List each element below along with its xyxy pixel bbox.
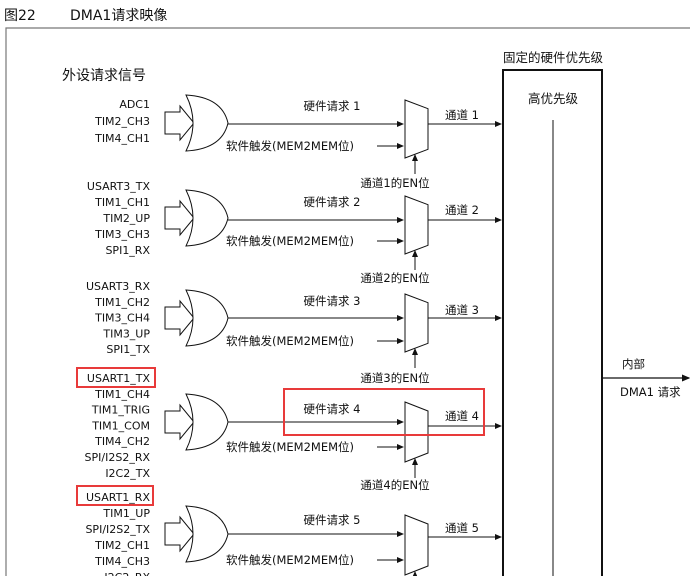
peripheral-signal: TIM3_UP	[102, 327, 150, 340]
hw-request-label: 硬件请求 3	[304, 294, 361, 308]
peripheral-signal: TIM2_CH3	[94, 115, 150, 128]
high-priority-label: 高优先级	[528, 91, 579, 106]
peripheral-signal: TIM2_CH1	[94, 539, 150, 552]
sw-trigger-label: 软件触发(MEM2MEM位)	[226, 440, 354, 454]
sw-trigger-label: 软件触发(MEM2MEM位)	[226, 553, 354, 567]
input-arrow-icon	[164, 403, 195, 441]
peripheral-signal: USART3_RX	[86, 280, 150, 293]
input-arrow-icon	[164, 199, 195, 237]
sw-trigger-label: 软件触发(MEM2MEM位)	[226, 234, 354, 248]
channel-label: 通道 5	[445, 521, 479, 535]
multiplexer-icon	[404, 401, 429, 463]
priority-arbiter-box	[502, 69, 603, 576]
figure-number: 图22	[4, 8, 36, 24]
hw-request-label: 硬件请求 1	[304, 99, 361, 113]
frame-border	[5, 27, 690, 576]
peripheral-signal: TIM3_CH4	[94, 312, 150, 325]
peripheral-signal: USART1_TX	[87, 372, 151, 385]
highlight-usart1-rx	[76, 485, 154, 506]
or-gate-icon	[185, 289, 229, 347]
peripheral-signal: SPI/I2S2_RX	[85, 451, 151, 464]
channel-label: 通道 1	[445, 108, 479, 122]
peripheral-signal: TIM4_CH3	[94, 555, 150, 568]
or-gate-icon	[185, 393, 229, 451]
peripheral-signal: TIM3_CH3	[94, 228, 150, 241]
peripheral-signal: TIM4_CH2	[94, 435, 150, 448]
peripheral-signal: TIM1_CH1	[94, 196, 150, 209]
channel-label: 通道 2	[445, 203, 479, 217]
or-gate-icon	[185, 189, 229, 247]
peripheral-signal: TIM4_CH1	[94, 132, 150, 145]
input-arrow-icon	[164, 515, 195, 553]
peripheral-signal: TIM1_CH4	[94, 388, 150, 401]
channel-label: 通道 4	[445, 409, 479, 423]
enable-bit-label: 通道1的EN位	[360, 176, 429, 190]
peripheral-signals-title: 外设请求信号	[62, 68, 146, 84]
channel-5-group: USART1_RX TIM1_UP SPI/I2S2_TX TIM2_CH1TIM4_…	[85, 491, 502, 576]
peripheral-signal: TIM2_UP	[102, 212, 150, 225]
priority-title: 固定的硬件优先级	[503, 50, 604, 65]
peripheral-signal: SPI1_RX	[105, 244, 150, 257]
hw-request-label: 硬件请求 5	[304, 513, 361, 527]
multiplexer-icon	[404, 195, 429, 255]
input-arrow-icon	[164, 299, 195, 337]
peripheral-signal: I2C2_RX	[104, 571, 150, 576]
hw-request-label: 硬件请求 2	[304, 195, 361, 209]
peripheral-signal: SPI/I2S2_TX	[85, 523, 150, 536]
or-gate-icon	[185, 94, 229, 152]
peripheral-signal: TIM1_CH2	[94, 296, 150, 309]
output-label-dma1: DMA1 请求	[620, 385, 681, 399]
peripheral-signal: ADC1	[119, 98, 150, 111]
highlight-channel-4	[283, 388, 485, 436]
multiplexer-icon	[404, 293, 429, 353]
hw-request-label: 硬件请求 4	[304, 402, 361, 416]
output-label-internal: 内部	[622, 357, 645, 371]
peripheral-signal: I2C2_TX	[105, 467, 150, 480]
channel-label: 通道 3	[445, 303, 479, 317]
figure-title: DMA1请求映像	[70, 8, 167, 24]
enable-bit-label: 通道4的EN位	[360, 478, 429, 492]
enable-bit-label: 通道2的EN位	[360, 271, 429, 285]
multiplexer-icon	[404, 514, 429, 576]
peripheral-signal: SPI1_TX	[106, 343, 150, 356]
highlight-usart1-tx	[76, 367, 156, 388]
input-arrow-icon	[164, 104, 195, 142]
peripheral-signal: USART3_TX	[87, 180, 151, 193]
peripheral-signal: TIM1_COM	[91, 419, 150, 432]
sw-trigger-label: 软件触发(MEM2MEM位)	[226, 139, 354, 153]
peripheral-signal: USART1_RX	[86, 491, 150, 504]
peripheral-signal: TIM1_TRIG	[91, 404, 150, 417]
peripheral-signal: TIM1_UP	[102, 507, 150, 520]
or-gate-icon	[185, 505, 229, 563]
enable-bit-label: 通道3的EN位	[360, 371, 429, 385]
multiplexer-icon	[404, 99, 429, 159]
sw-trigger-label: 软件触发(MEM2MEM位)	[226, 334, 354, 348]
